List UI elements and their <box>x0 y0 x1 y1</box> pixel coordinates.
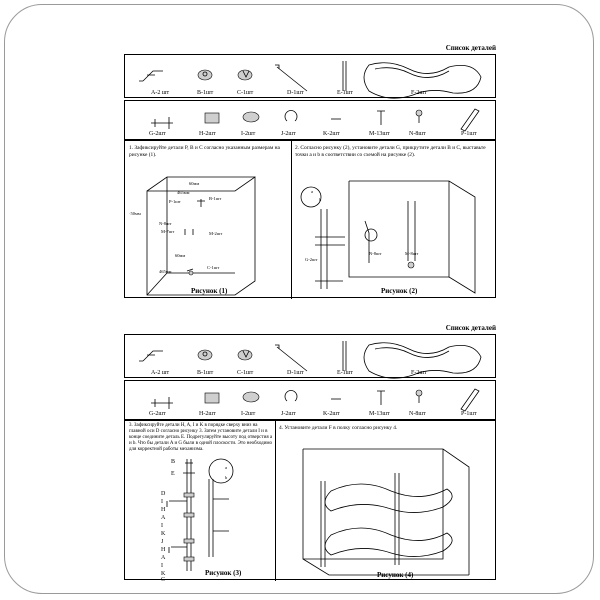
parts-row-2: G-2шт H-2шт I-2шт J-2шт K-2шт M-13шт N-8… <box>124 380 496 420</box>
fig3-part-letter: A <box>161 515 166 521</box>
part-label-p: P-1шт <box>461 131 477 137</box>
fig3-part-letter: C <box>161 577 166 583</box>
fig1-dim-60-bottom: 60мм <box>175 253 186 258</box>
instruction-sheet-1: Список деталей A-2 шт B-1шт C-1шт D-1шт … <box>124 44 496 299</box>
instruction-sheet-2: Список деталей A-2 шт B-1шт C-1шт D-1шт … <box>124 324 496 583</box>
fig1-label-c: C-1шт <box>207 265 220 270</box>
fig1-label-n: N-8шт <box>159 221 172 226</box>
fig3-part-letter: D <box>161 491 166 497</box>
fig2-label-n: N-8шт <box>369 251 382 256</box>
part-label-j: J-2шт <box>281 131 296 137</box>
part-label-m: M-13шт <box>369 411 390 417</box>
step-2-text: 2. Согласно рисунку (2), установите дета… <box>295 145 486 158</box>
figure-3-caption: Рисунок (3) <box>205 569 242 577</box>
parts-row-1: A-2 шт B-1шт C-1шт D-1шт E-1шт F-2шт <box>124 54 496 99</box>
fig3-part-letter: A <box>161 555 166 561</box>
fig3-part-letter: H <box>161 507 166 513</box>
part-label-e: E-1шт <box>337 370 353 376</box>
fig1-dim-60-top: 60мм <box>189 181 200 186</box>
part-label-f: F-2шт <box>411 90 427 96</box>
part-label-f: F-2шт <box>411 370 427 376</box>
part-label-i: I-2шт <box>241 131 256 137</box>
part-label-c: C-1шт <box>237 90 254 96</box>
fig1-label-b: B-1шт <box>209 196 222 201</box>
fig3-point-b: b <box>225 475 228 480</box>
fig3-point-a: a <box>225 465 227 470</box>
parts-list-title: Список деталей <box>445 44 496 52</box>
part-label-j: J-2шт <box>281 411 296 417</box>
figure-4-drawing <box>302 448 470 576</box>
step-1-text: 1. Зафиксируйте детали P, B и C согласно… <box>129 145 280 158</box>
part-label-b: B-1шт <box>197 90 214 96</box>
part-label-e: E-1шт <box>337 90 353 96</box>
part-label-a: A-2 шт <box>151 90 170 96</box>
fig1-label-m7: M-7шт <box>161 229 175 234</box>
part-label-p: P-1шт <box>461 411 477 417</box>
part-label-m: M-13шт <box>369 131 390 137</box>
parts-list-title: Список деталей <box>445 324 496 332</box>
parts-row-2-drawings <box>151 388 480 412</box>
part-label-h: H-2шт <box>199 411 216 417</box>
part-label-n: N-8шт <box>409 131 426 137</box>
parts-row-1-drawings <box>139 341 482 379</box>
panel-divider <box>291 141 292 299</box>
steps-panel-2: 3. Зафиксируйте детали H, A, I и K в пор… <box>124 420 496 583</box>
fig1-dim-465-bottom: 465мм <box>159 269 172 274</box>
part-label-a: A-2 шт <box>151 370 170 376</box>
figure-1-drawing <box>146 176 256 296</box>
fig1-dim-height: ·50мм <box>129 211 141 216</box>
fig3-part-letter: I <box>161 523 163 529</box>
steps-panel-1: 1. Зафиксируйте детали P, B и C согласно… <box>124 140 496 299</box>
fig3-part-letter: K <box>161 531 166 537</box>
fig3-part-letter: I <box>161 499 163 505</box>
fig3-part-letter: K <box>161 571 166 577</box>
step-4-text: 4. Установите детали F в полку согласно … <box>279 425 398 431</box>
fig1-label-p: P-1шт <box>169 199 181 204</box>
part-label-k: K-2шт <box>323 411 340 417</box>
part-label-b: B-1шт <box>197 370 214 376</box>
part-label-k: K-2шт <box>323 131 340 137</box>
part-label-c: C-1шт <box>237 370 254 376</box>
part-label-n: N-8шт <box>409 411 426 417</box>
fig3-part-letter: E <box>171 471 175 477</box>
fig2-point-a: a <box>311 189 313 194</box>
fig2-label-m: M-8шт <box>405 251 419 256</box>
figure-1-caption: Рисунок (1) <box>191 287 228 295</box>
figure-2-drawing <box>300 180 476 294</box>
fig2-label-g: G-2шт <box>305 257 318 262</box>
fig3-part-letter: B <box>171 459 176 465</box>
part-label-h: H-2шт <box>199 131 216 137</box>
fig2-point-b: b <box>319 197 322 202</box>
part-label-d: D-1шт <box>287 370 304 376</box>
fig3-part-letter: I <box>161 563 163 569</box>
parts-row-2: G-2шт H-2шт I-2шт J-2шт K-2шт M-13шт N-8… <box>124 100 496 140</box>
figure-3-drawing <box>166 458 234 571</box>
step-3-text: 3. Зафиксируйте детали H, A, I и K в пор… <box>129 423 273 452</box>
parts-row-2-drawings <box>151 108 480 132</box>
part-label-g: G-2шт <box>149 131 166 137</box>
part-label-d: D-1шт <box>287 90 304 96</box>
fig3-part-letter: J <box>161 539 164 545</box>
panel-divider <box>275 421 276 581</box>
figure-4-caption: Рисунок (4) <box>377 571 414 579</box>
part-label-i: I-2шт <box>241 411 256 417</box>
figure-2-caption: Рисунок (2) <box>381 287 418 295</box>
fig1-label-m2: M-2шт <box>209 231 223 236</box>
fig3-part-letter: H <box>161 547 166 553</box>
parts-row-1-drawings <box>139 61 482 99</box>
fig1-dim-465-top: 465мм <box>177 190 190 195</box>
part-label-g: G-2шт <box>149 411 166 417</box>
parts-row-1: A-2 шт B-1шт C-1шт D-1шт E-1шт F-2шт <box>124 334 496 379</box>
